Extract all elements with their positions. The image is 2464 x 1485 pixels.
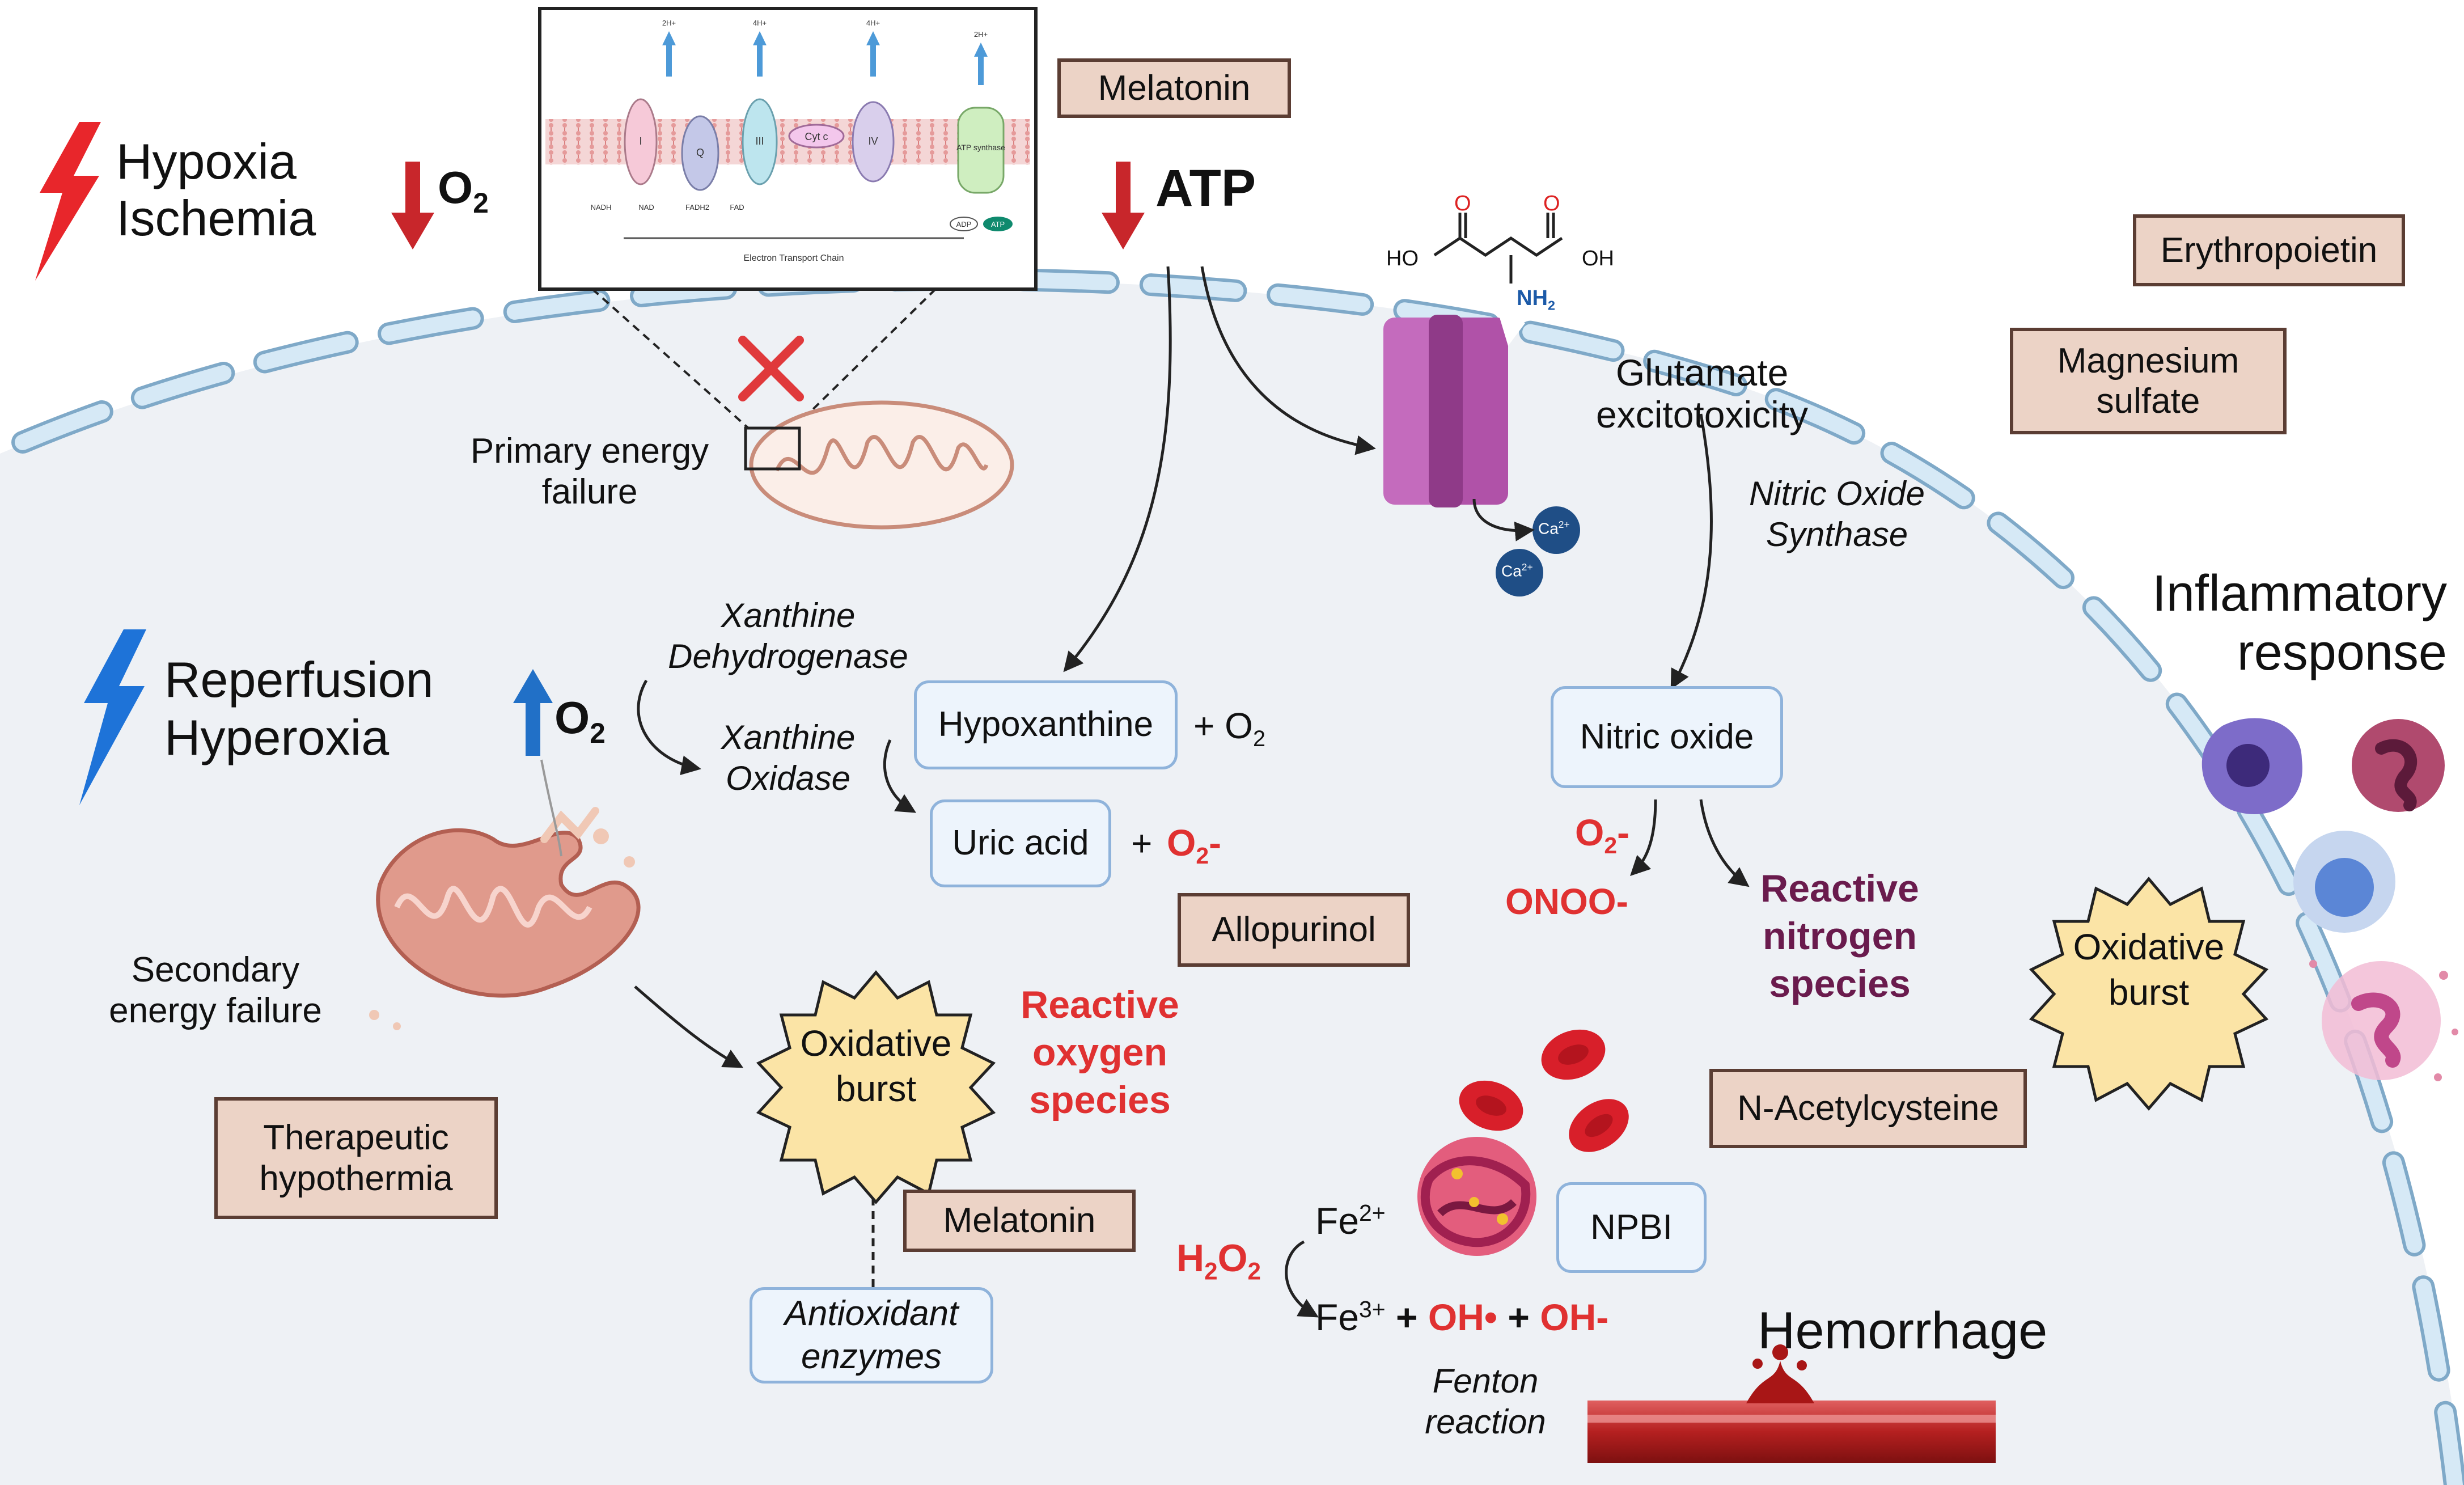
- hemorrhage-heading: Hemorrhage: [1758, 1302, 2048, 1360]
- nitric-oxide-node: Nitric oxide: [1551, 686, 1783, 788]
- line-o2-to-mito: [540, 759, 562, 857]
- etc-complex-label: I: [639, 136, 642, 147]
- zoom-box: [744, 426, 801, 471]
- calcium-ion-icon: [1496, 549, 1543, 596]
- calcium-ion-label: Ca2+: [1538, 519, 1570, 538]
- calcium-ion-label: Ca2+: [1501, 561, 1533, 580]
- glutamate-o-right-label: O: [1543, 192, 1560, 215]
- superoxide-label: O2-: [1167, 822, 1222, 869]
- inset-connector-right: [793, 288, 937, 429]
- npbi-node: NPBI: [1556, 1182, 1707, 1273]
- atp-decrease-label: ATP: [1155, 159, 1256, 217]
- uric-acid-node: Uric acid: [930, 799, 1111, 887]
- plus-oxygen-label: + O2: [1193, 705, 1266, 751]
- arrow-down-o2-icon: [391, 162, 434, 249]
- arrow-no-to-onoo: [1630, 799, 1657, 876]
- etc-inset: Electron Transport Chain I Q III Cyt c IV ATP…: [538, 7, 1038, 291]
- glutamate-structure-icon: [1433, 213, 1563, 284]
- etc-small-label: 2H+: [974, 30, 988, 39]
- immune-cells-icon: [2201, 718, 2458, 1081]
- cell-body: [0, 280, 2464, 1485]
- therapy-melatonin-bottom: Melatonin: [903, 1190, 1136, 1252]
- mitochondrion-secondary-icon: [369, 807, 641, 1030]
- etc-small-label: FADH2: [685, 203, 709, 211]
- x-cross-icon: [738, 336, 804, 401]
- arrow-glutamate-to-no: [1670, 413, 1713, 690]
- glutamate-oh-label: OH: [1582, 247, 1614, 270]
- etc-small-label: 4H+: [753, 19, 767, 27]
- arrow-down-atp-icon: [1102, 162, 1145, 249]
- etc-small-label: 4H+: [866, 19, 880, 27]
- o2-increase-label: O2: [554, 692, 606, 749]
- etc-caption: Electron Transport Chain: [744, 253, 844, 263]
- therapy-allopurinol: Allopurinol: [1178, 893, 1410, 967]
- etc-small-label: 2H+: [662, 19, 676, 27]
- etc-small-label: FAD: [730, 203, 744, 211]
- etc-complex-label: Cyt c: [805, 131, 828, 142]
- hydrogen-peroxide-label: H2O2: [1176, 1237, 1261, 1285]
- peroxynitrite-label: ONOO-: [1505, 881, 1628, 922]
- hypoxanthine-node: Hypoxanthine: [914, 680, 1178, 769]
- etc-complex-label: ATP synthase: [956, 143, 1005, 152]
- arrow-no-to-rns: [1699, 799, 1750, 887]
- burst-star-center-icon: [756, 970, 996, 1204]
- ferrous-iron-label: Fe2+: [1315, 1200, 1386, 1242]
- calcium-ion-icon: [1532, 506, 1580, 554]
- arrow-atp-to-channel: [1200, 266, 1376, 455]
- etc-small-label: NAD: [638, 203, 654, 211]
- plus-sign-label: +: [1131, 823, 1153, 864]
- arrow-hypoxanthine-to-uric: [883, 739, 917, 813]
- lightning-bolt-blue-icon: [79, 629, 146, 805]
- arrow-up-o2-icon: [513, 669, 553, 756]
- burst-star-right-icon: [2029, 877, 2269, 1111]
- fenton-products-label: Fe3+ + OH• + OH-: [1315, 1296, 1609, 1338]
- lightning-bolt-red-icon: [35, 122, 101, 281]
- glutamate-o-left-label: O: [1454, 192, 1471, 215]
- etc-small-label: ATP: [991, 220, 1005, 229]
- hemoglobin-icon: [1417, 1137, 1536, 1256]
- o2-decrease-label: O2: [438, 162, 489, 219]
- arrow-atp-to-hypoxanthine: [1063, 266, 1172, 672]
- mitochondrion-primary-icon: [749, 400, 1014, 530]
- red-blood-cells-icon: [1459, 1029, 1629, 1152]
- arrow-fenton: [1285, 1240, 1319, 1318]
- etc-small-label: NADH: [591, 203, 612, 211]
- hemorrhage-vessel-icon: [1587, 1344, 1996, 1463]
- etc-small-label: ADP: [956, 220, 972, 229]
- arrow-mito-to-burst: [634, 985, 744, 1068]
- inset-connector-left: [591, 288, 750, 429]
- glutamate-receptor-channel-icon: [1383, 315, 1525, 507]
- arrow-xanthine-enzymes: [637, 679, 701, 776]
- glutamate-nh2-label: NH2: [1517, 286, 1555, 313]
- glutamate-ho-label: HO: [1386, 247, 1419, 270]
- etc-complex-label: Q: [696, 147, 704, 158]
- superoxide-no-label: O2-: [1575, 811, 1630, 859]
- therapy-erythropoietin: Erythropoietin: [2133, 214, 2405, 286]
- etc-complex-label: IV: [868, 136, 878, 147]
- therapy-n-acetylcysteine: N-Acetylcysteine: [1709, 1069, 2027, 1148]
- therapy-melatonin-top: Melatonin: [1057, 58, 1291, 118]
- etc-complex-label: III: [755, 136, 764, 147]
